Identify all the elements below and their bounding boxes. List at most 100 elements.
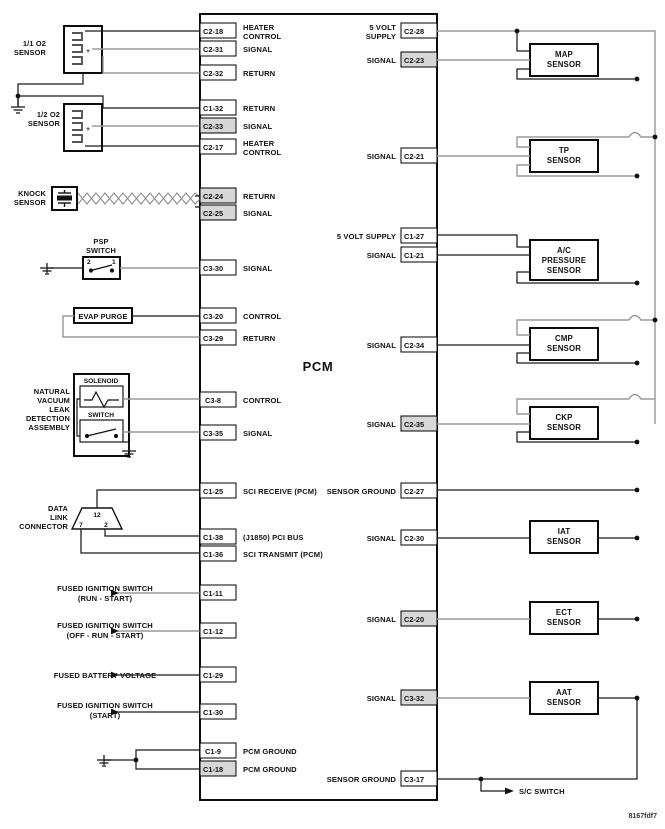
pinbox-C1-30[interactable] xyxy=(199,703,237,720)
o2-upstream-label-line2: SENSOR xyxy=(14,48,47,57)
pinlabel-C1-36: C1-36 xyxy=(203,550,223,559)
pinlabel-C2-18: C2-18 xyxy=(203,27,223,36)
pinbox-C2-18[interactable] xyxy=(199,22,237,39)
pinlabel-C2-28: C2-28 xyxy=(404,27,424,36)
pinbox-C3-20[interactable] xyxy=(199,307,237,324)
pinlabel-C2-32: C2-32 xyxy=(203,69,223,78)
nvld-solenoid-label: SOLENOID xyxy=(84,378,119,385)
pinlabel-C1-32: C1-32 xyxy=(203,104,223,113)
fn-C2-35-l1: SIGNAL xyxy=(367,420,397,429)
nvld-solenoid-coil-icon xyxy=(84,390,119,409)
pinlabel-C2-33: C2-33 xyxy=(203,122,223,131)
src2-arrow xyxy=(111,627,119,635)
sc-switch-arrow xyxy=(505,787,514,795)
junction-sensor-ground-c227 xyxy=(634,487,640,493)
ckp-sensor-line1: CKP xyxy=(555,413,572,422)
pinbox-C3-30[interactable] xyxy=(199,259,237,276)
fn-C3-29-l1: RETURN xyxy=(243,334,275,343)
src3-line1: FUSED BATTERY VOLTAGE xyxy=(54,671,157,680)
wire-o2d-return xyxy=(102,100,203,109)
fn-C2-23-l1: SIGNAL xyxy=(367,56,397,65)
pinlabel-C3-30: C3-30 xyxy=(203,264,223,273)
dlc-pin-2: 2 xyxy=(104,522,108,529)
pinbox-C1-11[interactable] xyxy=(199,584,237,601)
junction-aat-ground xyxy=(634,695,640,701)
wire-o2-common-return xyxy=(18,95,104,100)
pinbox-C3-8[interactable] xyxy=(199,391,237,408)
junction-tp-ground xyxy=(634,173,640,179)
pinbox-C2-33[interactable] xyxy=(199,117,237,134)
map-sensor-line1: MAP xyxy=(555,50,573,59)
src4-line1: FUSED IGNITION SWITCH xyxy=(57,701,153,710)
knock-sensor-label-line1: KNOCK xyxy=(18,189,46,198)
src4-line2: (START) xyxy=(90,711,121,720)
pinbox-C1-38[interactable] xyxy=(199,528,237,545)
wire-cmp-5v-a xyxy=(516,319,629,336)
o2-downstream-label-line1: 1/2 O2 xyxy=(37,110,60,119)
sc-switch-label: S/C SWITCH xyxy=(519,787,565,796)
pinbox-C3-35[interactable] xyxy=(199,424,237,441)
pinlabel-C2-24: C2-24 xyxy=(203,192,224,201)
src1-arrow xyxy=(111,589,119,597)
junction-pcm-ground xyxy=(133,757,139,763)
nvld-label-line4: DETECTION xyxy=(26,414,70,423)
o2-upstream-terminals xyxy=(72,32,83,65)
pinbox-C1-36[interactable] xyxy=(199,545,237,562)
wire-o2u-return xyxy=(102,56,203,74)
pinbox-C1-18[interactable] xyxy=(199,760,237,777)
wire-tp-ground xyxy=(516,164,637,177)
nvld-label-line2: VACUUM xyxy=(37,396,70,405)
source-fused-battery-voltage: FUSED BATTERY VOLTAGE xyxy=(54,671,203,680)
knock-sensor-label-line2: SENSOR xyxy=(14,198,47,207)
acp-sensor-line2: PRESSURE xyxy=(542,256,587,265)
pinlabel-C2-27: C2-27 xyxy=(404,487,424,496)
fn-C1-32-l1: RETURN xyxy=(243,104,275,113)
ground-symbol-nvld xyxy=(122,450,136,458)
cmp-sensor-body xyxy=(529,327,599,361)
fn-C1-38-l1: (J1850) PCI BUS xyxy=(243,533,304,542)
source-fused-ignition-off-run-start: FUSED IGNITION SWITCH (OFF - RUN - START… xyxy=(57,621,203,640)
pinbox-C2-31[interactable] xyxy=(199,40,237,57)
junction-cmp-5v xyxy=(652,317,658,323)
pinbox-C1-29[interactable] xyxy=(199,666,237,683)
ect-sensor-line2: SENSOR xyxy=(547,618,581,627)
pinbox-C3-29[interactable] xyxy=(199,329,237,346)
ground-symbol-psp xyxy=(40,263,54,275)
o2-upstream-label-line1: 1/1 O2 xyxy=(23,39,46,48)
aat-sensor-line2: SENSOR xyxy=(547,698,581,707)
wire-map-ground xyxy=(516,68,637,80)
nvld-label-line1: NATURAL xyxy=(34,387,71,396)
pinbox-C1-25[interactable] xyxy=(199,482,237,499)
src2-line2: (OFF - RUN - START) xyxy=(67,631,144,640)
iat-sensor-line1: IAT xyxy=(558,527,571,536)
tp-sensor-line2: SENSOR xyxy=(547,156,581,165)
fn-C3-8-l1: CONTROL xyxy=(243,396,282,405)
wire-map-5v xyxy=(516,31,530,52)
nvld-label-line5: ASSEMBLY xyxy=(28,423,70,432)
junction-tp-5v xyxy=(652,134,658,140)
wire-o2u-ground-leg xyxy=(17,73,84,107)
src3-arrow xyxy=(111,671,119,679)
src1-line1: FUSED IGNITION SWITCH xyxy=(57,584,153,593)
fn-C2-17-l2: CONTROL xyxy=(243,148,282,157)
pinlabel-C2-25: C2-25 xyxy=(203,209,223,218)
cmp-sensor-line1: CMP xyxy=(555,334,573,343)
iat-sensor-line2: SENSOR xyxy=(547,537,581,546)
evap-purge-label: EVAP PURGE xyxy=(78,312,127,321)
fn-C1-21-l1: SIGNAL xyxy=(367,251,397,260)
pinbox-C1-12[interactable] xyxy=(199,622,237,639)
psp-switch-pin-1: 1 xyxy=(112,259,116,266)
pinbox-C1-32[interactable] xyxy=(199,99,237,116)
pinlabel-C1-18: C1-18 xyxy=(203,765,223,774)
source-fused-ignition-start: FUSED IGNITION SWITCH (START) xyxy=(57,701,203,720)
pinbox-C2-25[interactable] xyxy=(199,204,237,221)
pinbox-C1-9[interactable] xyxy=(199,742,237,759)
pinbox-C2-32[interactable] xyxy=(199,64,237,81)
pinbox-C2-24[interactable] xyxy=(199,187,237,204)
bus-5volt-supply xyxy=(437,30,656,424)
pinbox-C2-17[interactable] xyxy=(199,138,237,155)
ect-sensor-body xyxy=(529,601,599,635)
source-fused-ignition-run-start: FUSED IGNITION SWITCH (RUN - START) xyxy=(57,584,203,603)
